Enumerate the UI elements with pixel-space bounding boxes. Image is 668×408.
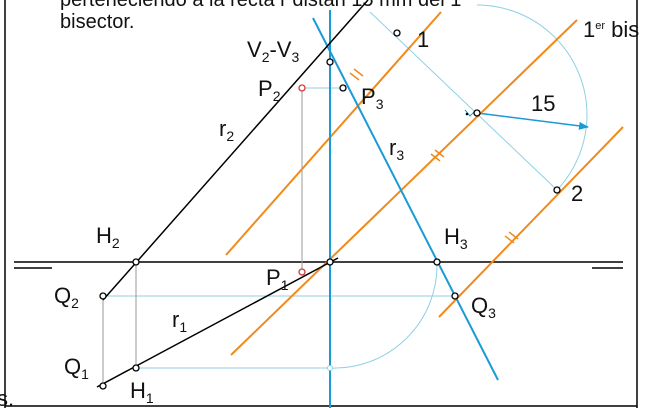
- parallel-ticks-middle: [430, 149, 445, 162]
- dimension-arrow: [476, 112, 589, 130]
- label-h3: H3: [444, 224, 468, 252]
- point-1: [393, 29, 401, 37]
- point-q3: [451, 292, 459, 300]
- point-h2: [132, 258, 140, 266]
- point-h1: [132, 364, 140, 372]
- line-r3: [312, 17, 499, 381]
- point-p1: [298, 268, 306, 276]
- label-p2: P2: [258, 76, 281, 104]
- construction-arc: [476, 4, 588, 191]
- perpendicular-1-2: [369, 11, 558, 191]
- label-q1: Q1: [64, 354, 89, 382]
- bisector-parallel-lower: [438, 126, 624, 318]
- point-rotation-end: [327, 365, 333, 371]
- label-r2: r2: [219, 116, 234, 144]
- parallel-ticks-lower: [504, 231, 519, 244]
- parallel-ticks-upper: [349, 68, 364, 81]
- point-2: [553, 186, 561, 194]
- label-first-bisector: 1er bis: [583, 17, 639, 42]
- point-v2-v3: [326, 58, 334, 66]
- label-dimension-15: 15: [531, 91, 555, 116]
- label-point-1: 1: [417, 27, 429, 52]
- label-p3: P3: [361, 84, 384, 112]
- header-line-2: bisector.: [60, 11, 134, 33]
- label-h1: H1: [130, 378, 154, 406]
- point-ground-intersection: [326, 258, 334, 266]
- label-q2: Q2: [54, 283, 79, 311]
- bisector-parallel-upper: [225, 11, 442, 256]
- label-r3: r3: [389, 135, 404, 163]
- rotation-arc: [329, 261, 438, 369]
- label-q3: Q3: [471, 293, 496, 321]
- bisector-line: [230, 19, 578, 356]
- point-q2: [99, 292, 107, 300]
- point-center: [473, 109, 481, 117]
- point-h3: [433, 258, 441, 266]
- label-point-2: 2: [571, 181, 583, 206]
- label-r1: r1: [172, 307, 187, 335]
- point-p2: [298, 84, 306, 92]
- label-corner-suffix: s.: [0, 386, 14, 408]
- label-h2: H2: [96, 223, 120, 251]
- point-p3: [339, 84, 347, 92]
- label-v2-v3: V2-V3: [247, 37, 299, 65]
- line-r2: [102, 0, 369, 301]
- point-q1: [99, 382, 107, 390]
- label-p1: P1: [266, 265, 289, 293]
- header-line-1: perteneciendo a la recta r distan 15 mm …: [60, 0, 461, 11]
- right-angle-dot: [465, 112, 469, 116]
